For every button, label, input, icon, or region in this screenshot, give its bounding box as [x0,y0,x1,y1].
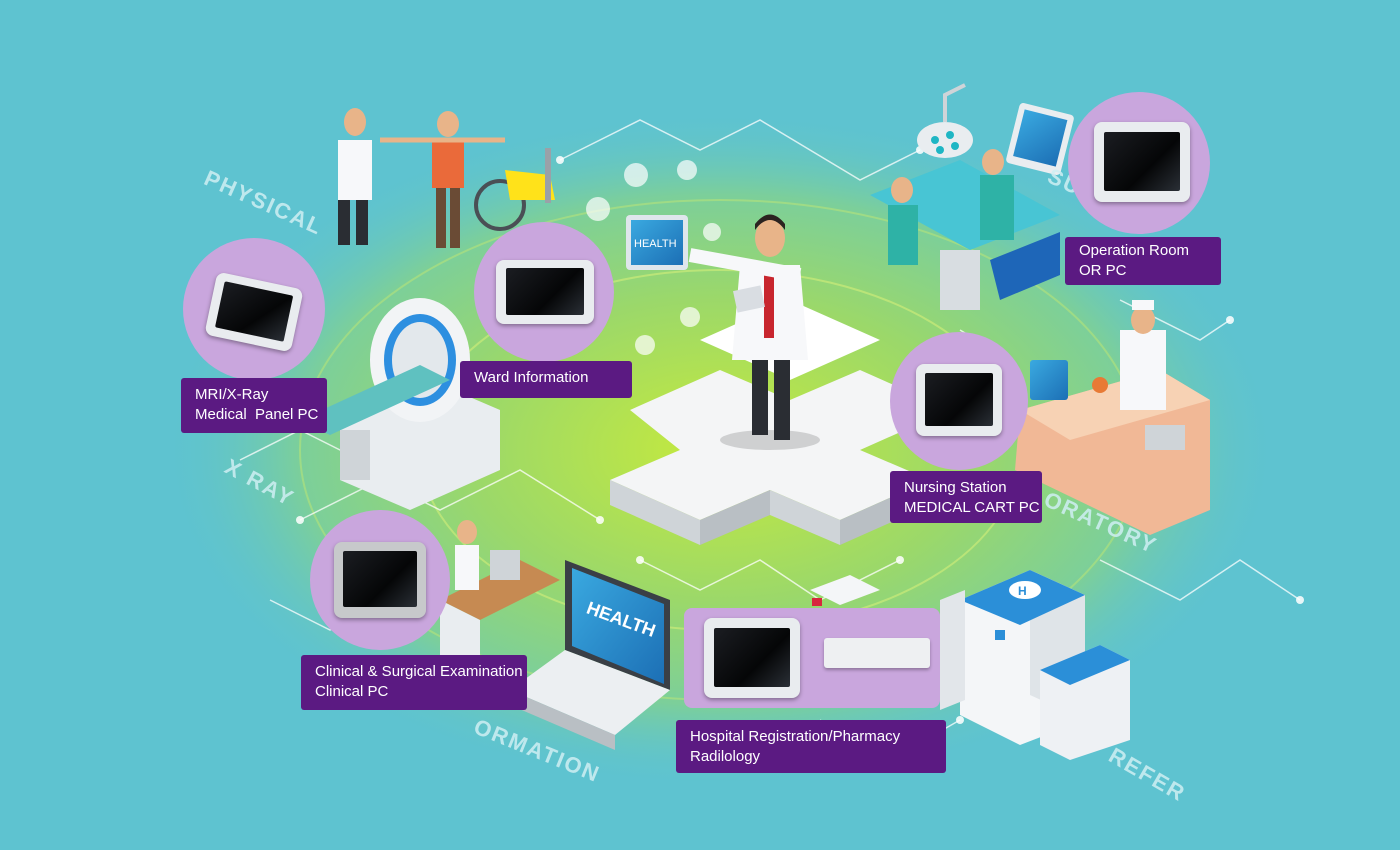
ward-pc-bubble [474,222,614,362]
laptop-icon: HEALTH [510,560,670,750]
therapist-figures [338,108,505,248]
medical-cart-pc-bubble [890,332,1028,470]
cart-pc-icon [916,364,1002,436]
registration-monitor-icon [704,618,800,698]
hospital-building-icon: H [940,570,1130,760]
health-screen-text: HEALTH [634,238,677,250]
label-operation-room: Operation Room OR PC [1065,237,1221,285]
clinical-pc-bubble [310,510,450,650]
health-screen-icon: HEALTH [626,215,688,270]
or-monitor-icon [1006,102,1074,176]
mri-scanner-icon [300,298,500,510]
wheelchair-icon [474,148,555,231]
hospital-registration-bubble [684,608,940,708]
panel-pc-icon [204,271,304,353]
box-pc-icon [824,638,930,668]
mri-panel-pc-bubble [183,238,325,380]
label-hospital-registration: Hospital Registration/Pharmacy Radilolog… [676,720,946,773]
ward-monitor-icon [496,260,594,324]
svg-text:H: H [1018,584,1027,598]
label-mri-xray: MRI/X-Ray Medical Panel PC [181,378,327,433]
clinical-pc-icon [334,542,426,618]
lab-flask-icon [1015,300,1210,535]
label-ward-information: Ward Information [460,361,632,398]
label-nursing-station: Nursing Station MEDICAL CART PC [890,471,1042,523]
app-icons [586,160,721,355]
or-pc-bubble [1068,92,1210,234]
doctor-icon [688,214,820,450]
operating-table-icon [870,149,1060,310]
ambulance-icon [810,575,880,606]
label-clinical-examination: Clinical & Surgical Examination Clinical… [301,655,527,710]
or-pc-icon [1094,122,1190,202]
surgical-lamp-icon [917,83,973,158]
